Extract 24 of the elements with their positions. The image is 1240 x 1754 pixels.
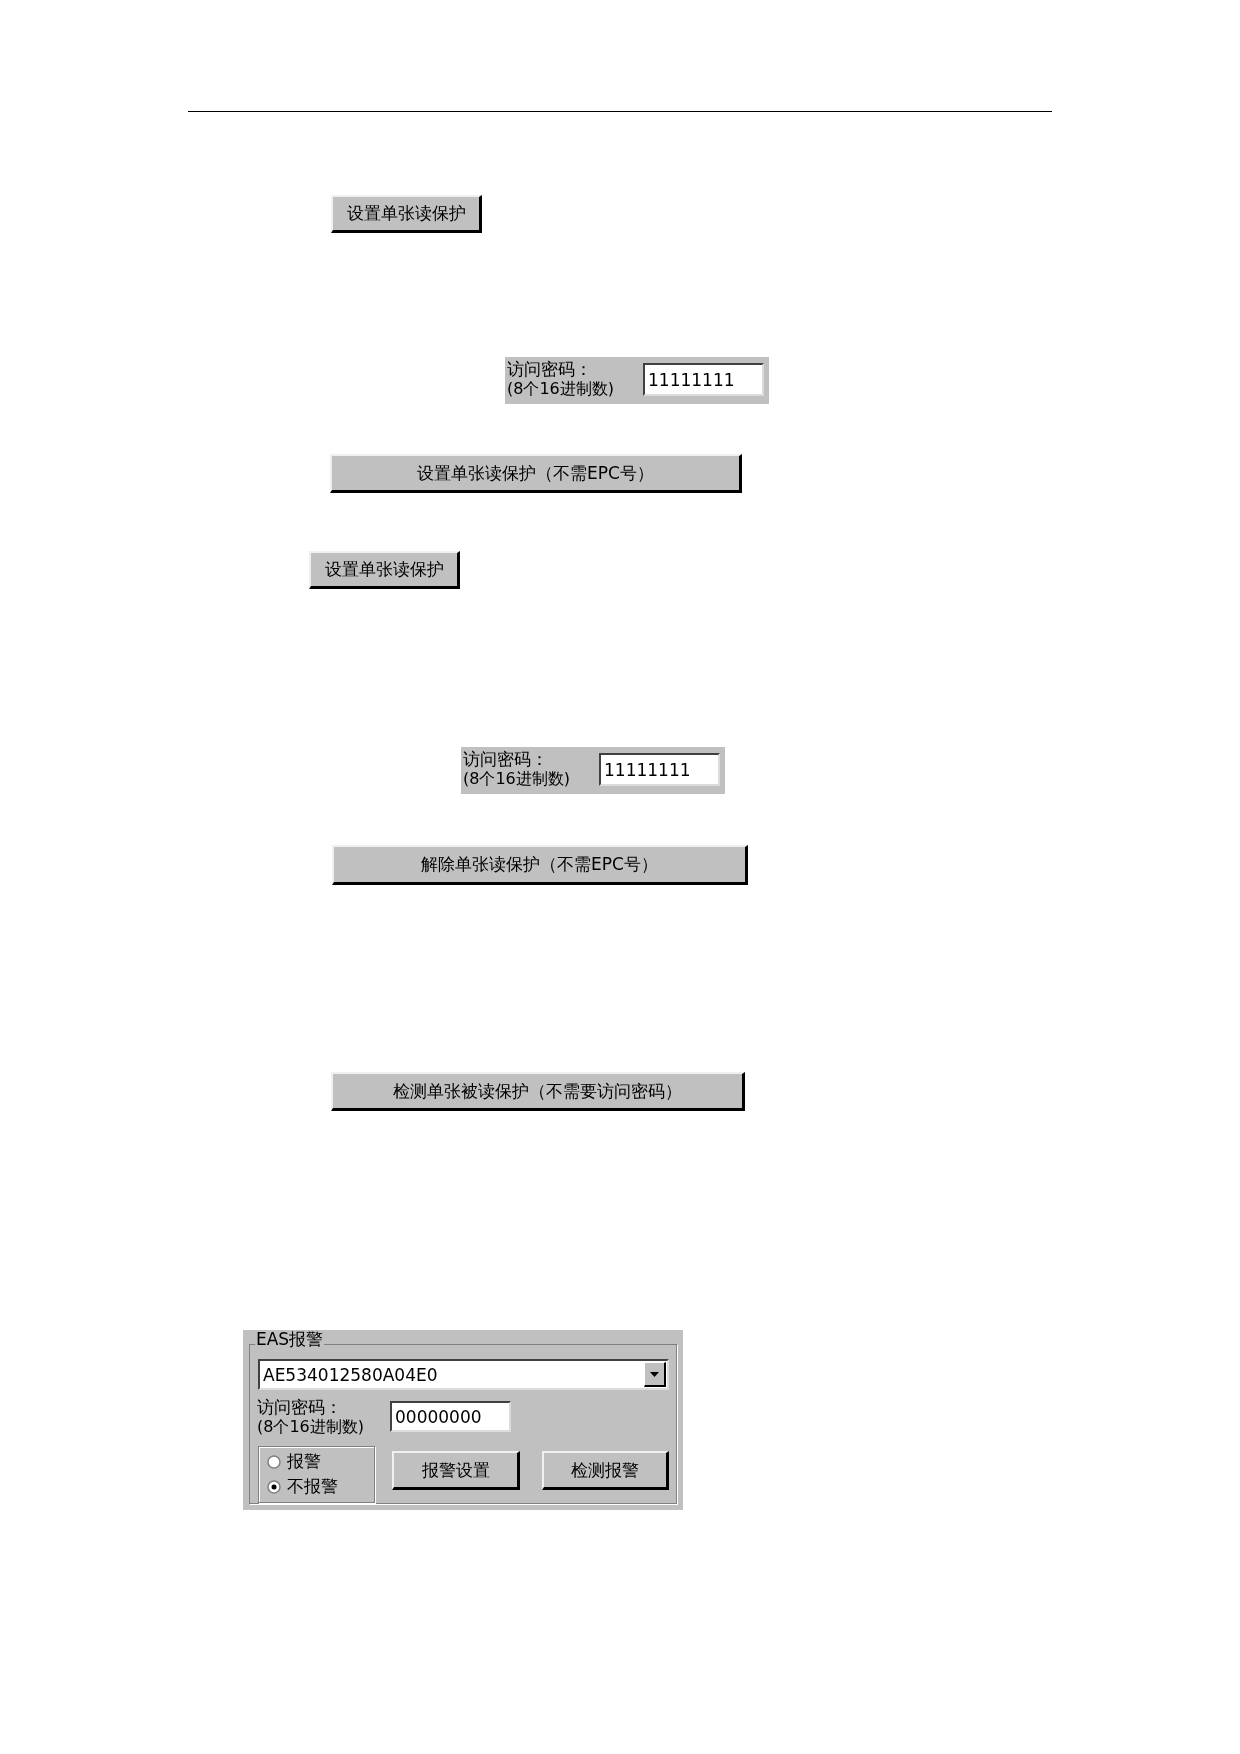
field-label: 访问密码： (463, 750, 548, 769)
radio-option: 报警 (267, 1450, 321, 1473)
group-title: EAS报警 (255, 1330, 325, 1349)
form-panel (461, 747, 725, 794)
field-hint: (8个16进制数) (257, 1418, 365, 1436)
radio-option: 不报警 (267, 1475, 338, 1498)
button: 检测单张被读保护（不需要访问密码） (331, 1072, 745, 1111)
button: 报警设置 (392, 1451, 520, 1490)
button: 检测报警 (542, 1451, 669, 1490)
button: 设置单张读保护 (331, 195, 482, 233)
input-field: 11111111 (643, 363, 764, 396)
dropdown-field: AE534012580A04E0 (258, 1359, 669, 1390)
field-label: 访问密码： (507, 360, 592, 379)
group-box (243, 1330, 683, 1510)
button: 设置单张读保护（不需EPC号） (330, 454, 742, 493)
button: 解除单张读保护（不需EPC号） (332, 845, 748, 885)
field-hint: (8个16进制数) (463, 770, 571, 788)
radio-group (258, 1446, 375, 1503)
input-field: 00000000 (390, 1401, 511, 1432)
button: 设置单张读保护 (309, 551, 460, 589)
form-panel (505, 357, 769, 404)
field-label: 访问密码： (257, 1398, 342, 1417)
input-field: 11111111 (599, 753, 720, 786)
field-hint: (8个16进制数) (507, 380, 615, 398)
